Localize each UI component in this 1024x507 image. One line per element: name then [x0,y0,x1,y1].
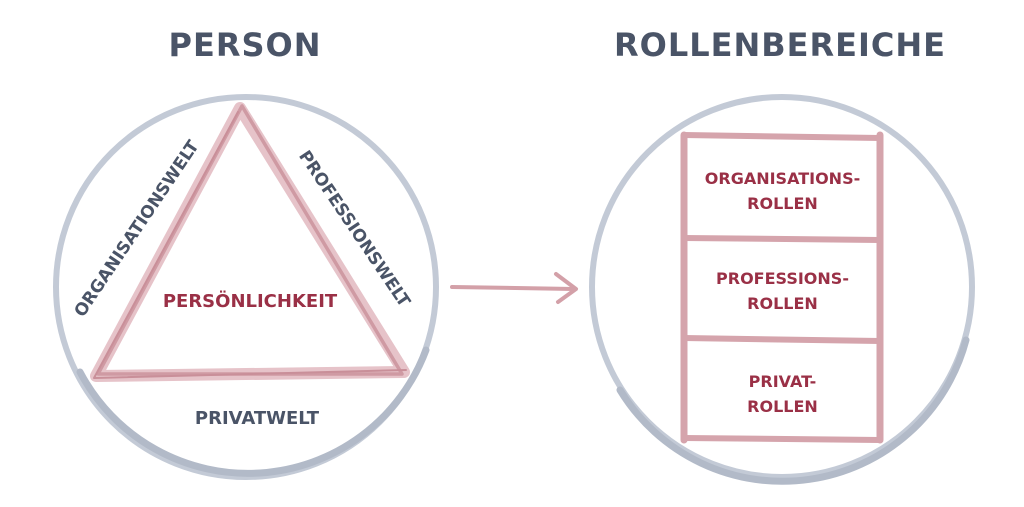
title-rollenbereiche: ROLLENBEREICHE [613,26,947,64]
personality-triangle [90,102,410,382]
role-line: PROFESSIONS- [716,269,849,288]
roles-rack [680,131,884,444]
roles-circle-shadow [616,336,970,485]
role-privatrollen: PRIVAT- ROLLEN [690,369,875,419]
role-professionsrollen: PROFESSIONS- ROLLEN [690,266,875,316]
person-circle-shadow [76,346,430,477]
label-persoenlichkeit: PERSÖNLICHKEIT [162,291,338,312]
role-line: ROLLEN [747,294,818,313]
title-person: PERSON [168,26,322,64]
role-line: ORGANISATIONS- [704,169,861,188]
role-line: ROLLEN [747,194,818,213]
person-circle [53,94,439,480]
role-line: PRIVAT- [748,372,817,391]
role-organisationsrollen: ORGANISATIONS- ROLLEN [690,166,875,216]
transition-arrow [450,272,578,304]
role-line: ROLLEN [747,397,818,416]
label-privatwelt: PRIVATWELT [194,408,320,429]
roles-circle [589,94,975,480]
